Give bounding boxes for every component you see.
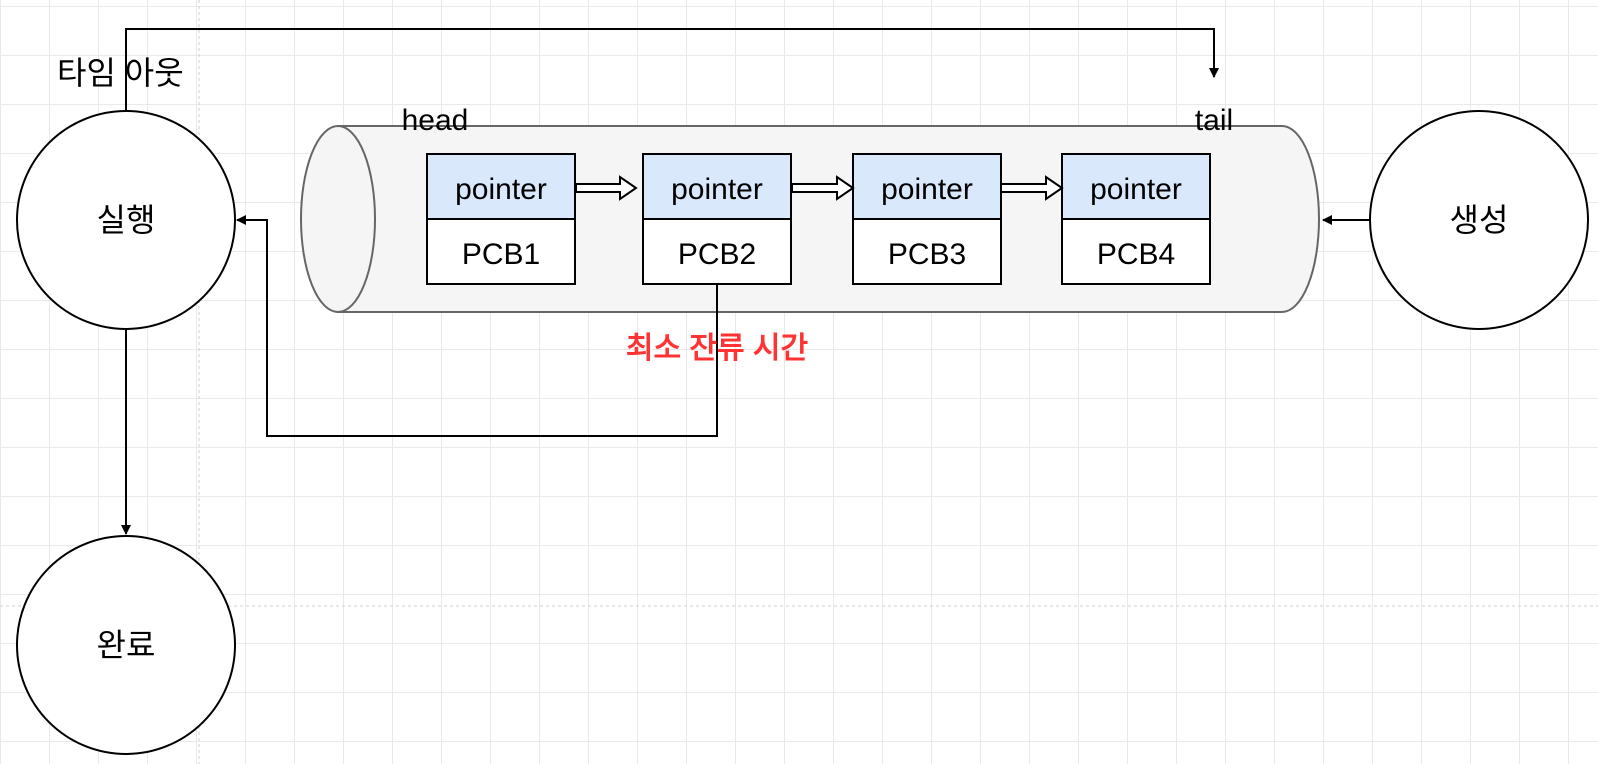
pcb-cell <box>852 218 1002 285</box>
pcb-label: PCB1 <box>462 238 540 271</box>
pcb-cell <box>426 218 576 285</box>
state-running-label: 실행 <box>97 202 156 238</box>
pointer-cell <box>852 153 1002 220</box>
pcb-cell <box>1061 218 1211 285</box>
pointer-label: pointer <box>1090 173 1182 206</box>
pointer-label: pointer <box>881 173 973 206</box>
pointer-cell <box>642 153 792 220</box>
link-arrow-1-2 <box>575 175 638 201</box>
queue-node-4[interactable]: pointer PCB4 <box>1061 153 1211 285</box>
state-done-label: 완료 <box>97 627 156 663</box>
pcb-label: PCB2 <box>678 238 756 271</box>
link-arrow-3-4 <box>1000 175 1064 201</box>
state-done[interactable]: 완료 <box>16 535 236 755</box>
pointer-cell <box>1061 153 1211 220</box>
queue-node-1[interactable]: pointer PCB1 <box>426 153 576 285</box>
state-running[interactable]: 실행 <box>16 110 236 330</box>
link-arrow-2-3 <box>791 175 855 201</box>
srt-dispatch-edge[interactable] <box>236 215 718 437</box>
pointer-label: pointer <box>671 173 763 206</box>
head-label: head <box>402 104 469 137</box>
timeout-edge[interactable] <box>125 28 1219 111</box>
pcb-label: PCB4 <box>1097 238 1175 271</box>
tail-label: tail <box>1195 104 1233 137</box>
pcb-label: PCB3 <box>888 238 966 271</box>
queue-node-2[interactable]: pointer PCB2 <box>642 153 792 285</box>
state-created-label: 생성 <box>1450 202 1509 238</box>
state-created[interactable]: 생성 <box>1369 110 1589 330</box>
srt-label: 최소 잔류 시간 <box>626 332 809 365</box>
pcb-cell <box>642 218 792 285</box>
timeout-label: 타임 아웃 <box>57 55 184 91</box>
queue-node-3[interactable]: pointer PCB3 <box>852 153 1002 285</box>
pointer-label: pointer <box>455 173 547 206</box>
